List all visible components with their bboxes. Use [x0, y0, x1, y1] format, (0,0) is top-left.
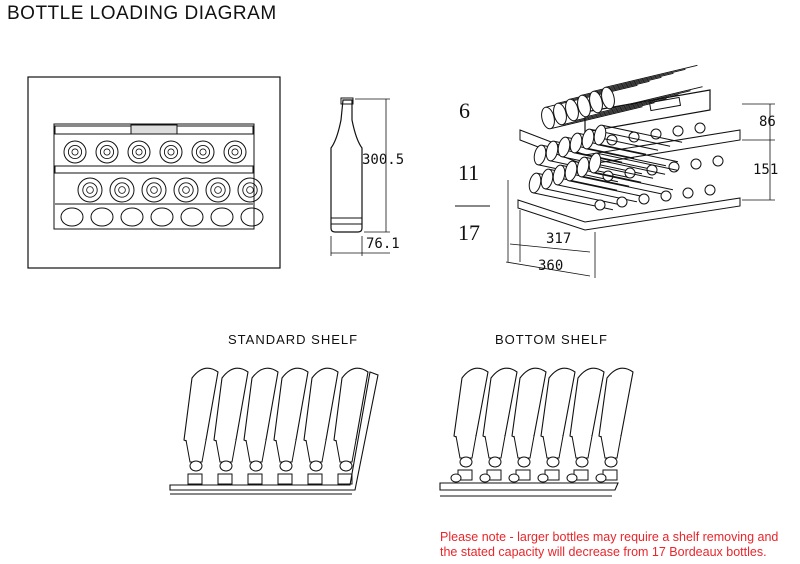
bottle-height-value: 300.5	[362, 152, 405, 168]
bottle-width-value: 76.1	[366, 236, 400, 252]
front-bottle-bottom	[210, 207, 234, 227]
top-row-count: 6	[459, 98, 470, 123]
bottle-neck-low	[704, 184, 716, 196]
front-bottle-top	[63, 140, 87, 164]
bottom-bottle-neck	[595, 473, 607, 483]
middle-row-count: 11	[458, 160, 480, 185]
bottom-shelf-label: BOTTOM SHELF	[495, 332, 608, 347]
diagram-title: BOTTLE LOADING DIAGRAM	[7, 3, 277, 24]
front-bottle-bottom	[120, 207, 144, 227]
shelf-3d-bottles	[528, 64, 724, 211]
total-count: 17	[458, 220, 480, 245]
note-line-1: Please note - larger bottles may require…	[440, 530, 779, 544]
bottom-bottle-neck	[566, 473, 578, 483]
bottom-bottle-neck	[479, 473, 491, 483]
front-bottle-top	[95, 140, 119, 164]
front-bottle-middle	[205, 177, 231, 203]
bottom-bottle	[511, 367, 547, 440]
front-bottle-bottom	[180, 207, 204, 227]
middle-shelf-rail	[54, 165, 254, 174]
standard-bottle	[333, 367, 369, 444]
front-bottle-middle	[237, 177, 263, 203]
lower-gap-value: 151	[753, 162, 779, 178]
note-line-2: the stated capacity will decrease from 1…	[440, 545, 767, 559]
front-bottle-middle	[109, 177, 135, 203]
bottle-neck-low	[660, 190, 672, 202]
bottle-label-band	[330, 217, 363, 225]
bottom-shelf-bottles	[450, 367, 634, 483]
bottom-bottle	[453, 367, 489, 440]
front-bottle-bottom	[150, 207, 174, 227]
front-bottle-middle	[141, 177, 167, 203]
standard-bottle	[273, 367, 309, 444]
bottom-bottle-neck	[537, 473, 549, 483]
standard-shelf-bottles	[183, 367, 369, 485]
bottom-bottle	[540, 367, 576, 440]
bottle-neck-low	[638, 193, 650, 205]
standard-bottle	[303, 367, 339, 444]
front-bottles	[60, 140, 264, 227]
cabinet-outline	[27, 76, 281, 269]
front-bottle-middle	[173, 177, 199, 203]
front-bottle-bottom	[90, 207, 114, 227]
cabinet-interior	[53, 123, 255, 230]
bottle-neck-mid	[712, 155, 724, 167]
bottom-bottle-neck	[508, 473, 520, 483]
bottle-neck-top	[694, 122, 706, 134]
bottle-cap	[340, 97, 354, 105]
bottle-neck-low	[616, 196, 628, 208]
standard-bottle	[213, 367, 249, 444]
shelf-bottle-top	[605, 64, 703, 110]
top-gap-value: 86	[759, 114, 776, 130]
front-bottle-bottom	[240, 207, 264, 227]
standard-bottle	[243, 367, 279, 444]
standard-bottle	[183, 367, 219, 444]
bottle-neck-low	[682, 187, 694, 199]
front-bottle-top	[223, 140, 247, 164]
bottle-neck-mid	[690, 158, 702, 170]
bottom-bottle	[482, 367, 518, 440]
bottom-bottle	[598, 367, 634, 440]
display-panel	[130, 124, 178, 135]
bottle-neck-top	[672, 125, 684, 137]
outer-depth-value: 360	[538, 258, 564, 274]
front-bottle-top	[159, 140, 183, 164]
bottom-bottle-neck	[450, 473, 462, 483]
bottle-neck-low	[594, 199, 606, 211]
capacity-note: Please note - larger bottles may require…	[440, 530, 800, 560]
front-bottle-bottom	[60, 207, 84, 227]
bottom-bottle	[569, 367, 605, 440]
bottle-outline	[330, 99, 363, 233]
standard-shelf-label: STANDARD SHELF	[228, 332, 359, 347]
shelf-bottle-mid	[597, 124, 683, 163]
inner-depth-value: 317	[546, 231, 572, 247]
front-bottle-top	[127, 140, 151, 164]
front-bottle-top	[191, 140, 215, 164]
front-bottle-middle	[77, 177, 103, 203]
shelf-bottle-low	[592, 152, 678, 191]
